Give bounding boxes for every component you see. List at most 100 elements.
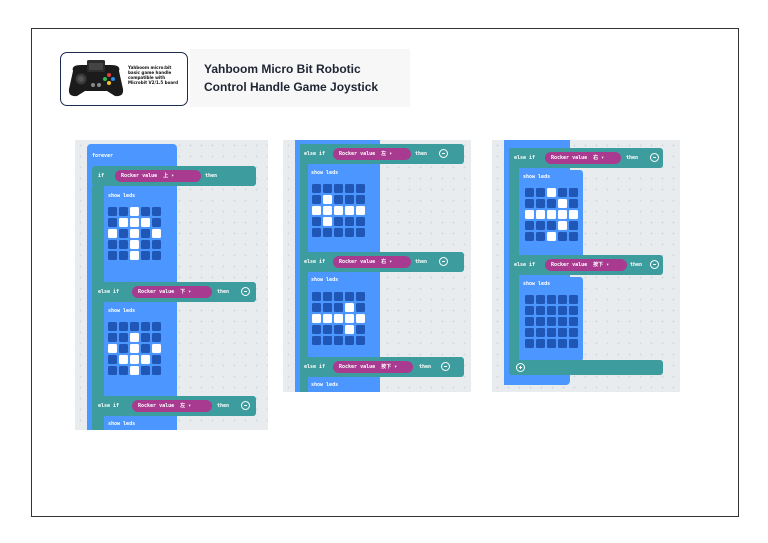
led-cell[interactable] bbox=[536, 339, 545, 348]
led-cell[interactable] bbox=[141, 366, 150, 375]
led-cell[interactable] bbox=[119, 240, 128, 249]
led-cell[interactable] bbox=[536, 199, 545, 208]
led-cell[interactable] bbox=[141, 355, 150, 364]
led-grid[interactable] bbox=[312, 184, 365, 237]
led-cell[interactable] bbox=[108, 218, 117, 227]
show-leds-block[interactable] bbox=[308, 379, 376, 392]
led-cell[interactable] bbox=[547, 295, 556, 304]
direction-dropdown[interactable]: 右 bbox=[593, 155, 599, 161]
led-cell[interactable] bbox=[108, 333, 117, 342]
led-cell[interactable] bbox=[356, 292, 365, 301]
led-cell[interactable] bbox=[356, 228, 365, 237]
led-cell[interactable] bbox=[312, 314, 321, 323]
led-cell[interactable] bbox=[119, 229, 128, 238]
led-cell[interactable] bbox=[334, 206, 343, 215]
led-cell[interactable] bbox=[119, 207, 128, 216]
led-cell[interactable] bbox=[108, 355, 117, 364]
led-cell[interactable] bbox=[345, 206, 354, 215]
led-cell[interactable] bbox=[108, 229, 117, 238]
led-cell[interactable] bbox=[558, 210, 567, 219]
led-cell[interactable] bbox=[323, 228, 332, 237]
led-grid[interactable] bbox=[525, 188, 578, 241]
rocker-value-block[interactable]: Rocker value 按下 ▾ bbox=[333, 361, 413, 373]
rocker-value-block[interactable]: Rocker value 左 ▾ bbox=[132, 400, 212, 412]
led-cell[interactable] bbox=[130, 322, 139, 331]
led-cell[interactable] bbox=[119, 366, 128, 375]
show-leds-block[interactable] bbox=[104, 418, 176, 430]
led-cell[interactable] bbox=[108, 251, 117, 260]
led-cell[interactable] bbox=[356, 195, 365, 204]
led-cell[interactable] bbox=[334, 325, 343, 334]
led-cell[interactable] bbox=[569, 232, 578, 241]
led-cell[interactable] bbox=[119, 355, 128, 364]
led-cell[interactable] bbox=[312, 292, 321, 301]
led-cell[interactable] bbox=[312, 184, 321, 193]
led-cell[interactable] bbox=[152, 322, 161, 331]
led-cell[interactable] bbox=[356, 303, 365, 312]
led-cell[interactable] bbox=[356, 217, 365, 226]
led-cell[interactable] bbox=[152, 344, 161, 353]
led-cell[interactable] bbox=[569, 199, 578, 208]
led-cell[interactable] bbox=[345, 303, 354, 312]
led-cell[interactable] bbox=[119, 322, 128, 331]
remove-branch-icon[interactable] bbox=[650, 260, 659, 269]
led-cell[interactable] bbox=[525, 232, 534, 241]
led-cell[interactable] bbox=[108, 366, 117, 375]
led-cell[interactable] bbox=[130, 333, 139, 342]
led-cell[interactable] bbox=[152, 333, 161, 342]
led-cell[interactable] bbox=[312, 228, 321, 237]
remove-branch-icon[interactable] bbox=[441, 362, 450, 371]
led-cell[interactable] bbox=[130, 355, 139, 364]
if-footer-block[interactable] bbox=[509, 360, 663, 375]
led-cell[interactable] bbox=[558, 328, 567, 337]
led-cell[interactable] bbox=[345, 228, 354, 237]
led-cell[interactable] bbox=[141, 322, 150, 331]
led-cell[interactable] bbox=[108, 207, 117, 216]
led-cell[interactable] bbox=[547, 306, 556, 315]
led-cell[interactable] bbox=[334, 303, 343, 312]
led-cell[interactable] bbox=[334, 228, 343, 237]
led-cell[interactable] bbox=[547, 188, 556, 197]
led-grid[interactable] bbox=[525, 295, 578, 348]
led-cell[interactable] bbox=[312, 336, 321, 345]
led-cell[interactable] bbox=[323, 314, 332, 323]
led-cell[interactable] bbox=[141, 240, 150, 249]
led-cell[interactable] bbox=[525, 199, 534, 208]
direction-dropdown[interactable]: 下 bbox=[180, 289, 186, 295]
led-grid[interactable] bbox=[108, 207, 161, 260]
led-cell[interactable] bbox=[141, 218, 150, 227]
led-cell[interactable] bbox=[547, 210, 556, 219]
led-cell[interactable] bbox=[569, 210, 578, 219]
led-cell[interactable] bbox=[525, 339, 534, 348]
led-cell[interactable] bbox=[119, 333, 128, 342]
remove-branch-icon[interactable] bbox=[439, 149, 448, 158]
led-cell[interactable] bbox=[312, 217, 321, 226]
led-cell[interactable] bbox=[108, 344, 117, 353]
led-cell[interactable] bbox=[536, 317, 545, 326]
led-cell[interactable] bbox=[334, 314, 343, 323]
led-cell[interactable] bbox=[312, 303, 321, 312]
led-cell[interactable] bbox=[312, 195, 321, 204]
led-cell[interactable] bbox=[547, 328, 556, 337]
led-cell[interactable] bbox=[130, 229, 139, 238]
led-cell[interactable] bbox=[525, 210, 534, 219]
add-branch-icon[interactable] bbox=[516, 363, 525, 372]
rocker-value-block[interactable]: Rocker value 按下 ▾ bbox=[545, 259, 627, 271]
direction-dropdown[interactable]: 按下 bbox=[593, 262, 604, 268]
led-cell[interactable] bbox=[152, 240, 161, 249]
remove-branch-icon[interactable] bbox=[241, 287, 250, 296]
led-cell[interactable] bbox=[130, 251, 139, 260]
led-cell[interactable] bbox=[536, 328, 545, 337]
rocker-value-block[interactable]: Rocker value 左 ▾ bbox=[333, 148, 411, 160]
led-cell[interactable] bbox=[569, 306, 578, 315]
led-cell[interactable] bbox=[345, 292, 354, 301]
direction-dropdown[interactable]: 右 bbox=[381, 259, 387, 265]
led-cell[interactable] bbox=[345, 314, 354, 323]
led-grid[interactable] bbox=[108, 322, 161, 375]
led-cell[interactable] bbox=[356, 206, 365, 215]
led-cell[interactable] bbox=[323, 336, 332, 345]
led-cell[interactable] bbox=[356, 336, 365, 345]
led-cell[interactable] bbox=[525, 188, 534, 197]
led-cell[interactable] bbox=[141, 207, 150, 216]
led-cell[interactable] bbox=[345, 217, 354, 226]
